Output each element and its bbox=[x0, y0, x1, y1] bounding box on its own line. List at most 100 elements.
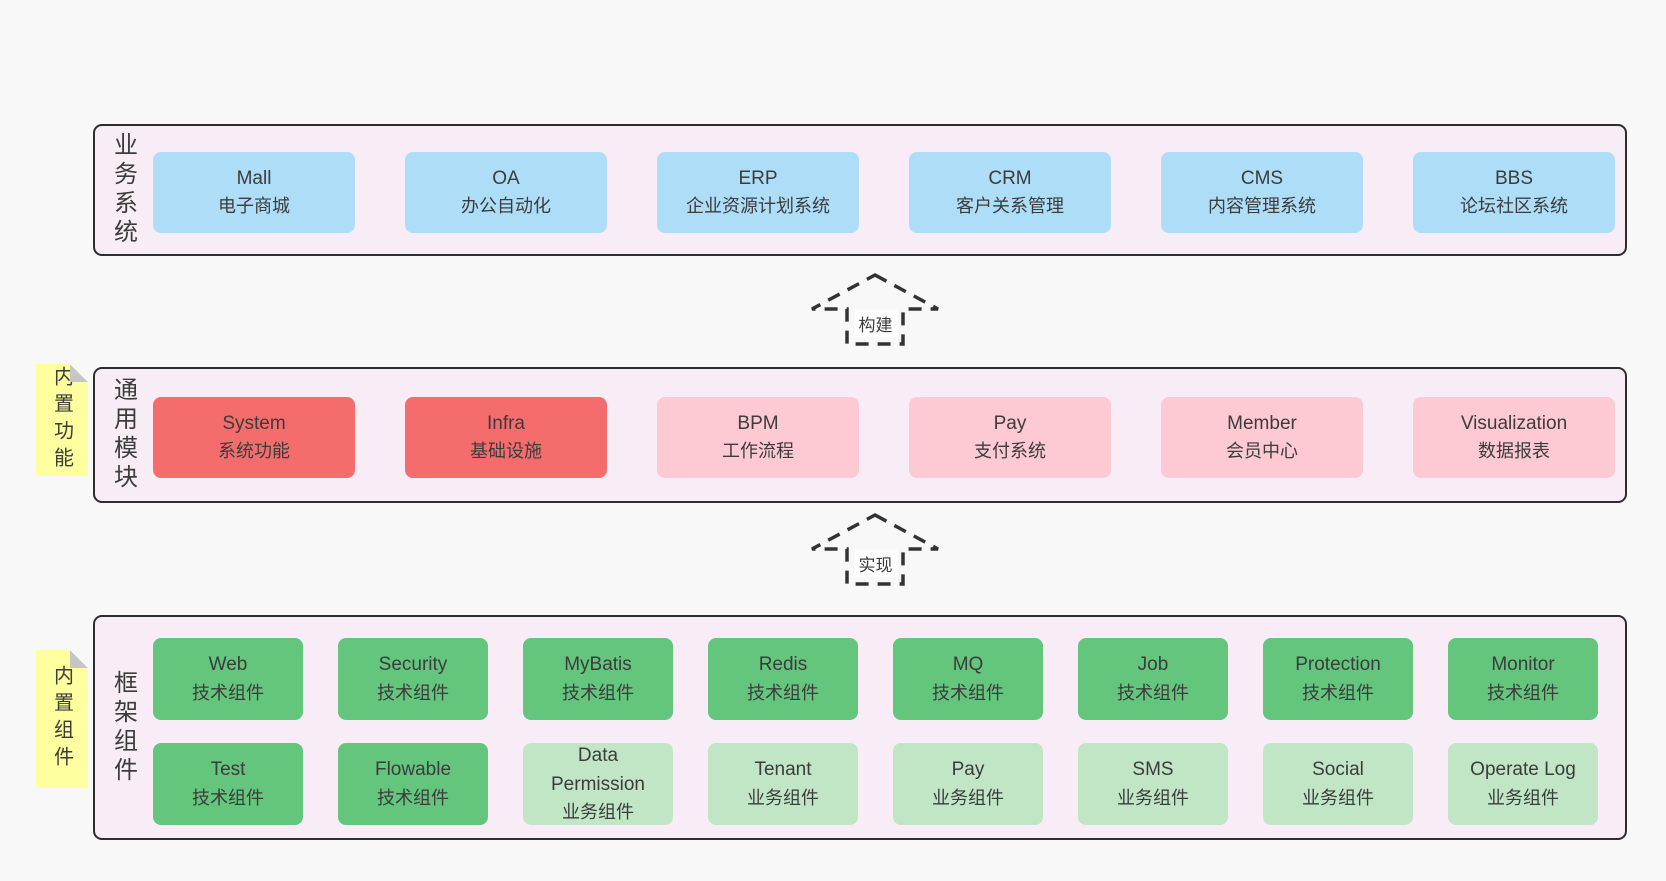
box-infra: Infra 基础设施 bbox=[405, 397, 607, 478]
box-title: Protection bbox=[1295, 654, 1381, 676]
box-sms: SMS 业务组件 bbox=[1078, 743, 1228, 825]
box-row: System 系统功能 Infra 基础设施 BPM 工作流程 Pay 支付系统… bbox=[153, 397, 1615, 478]
box-title: Infra bbox=[486, 412, 526, 434]
box-subtitle: 技术组件 bbox=[1302, 682, 1374, 703]
sticky-note-label: 内置组件 bbox=[50, 665, 73, 773]
box-redis: Redis 技术组件 bbox=[708, 638, 858, 720]
box-title: CMS bbox=[1240, 167, 1284, 189]
box-mall: Mall 电子商城 bbox=[153, 152, 355, 233]
band-business-systems: 业务系统 Mall 电子商城 OA 办公自动化 ERP 企业资源计划系统 CRM… bbox=[93, 124, 1627, 256]
box-row: Mall 电子商城 OA 办公自动化 ERP 企业资源计划系统 CRM 客户关系… bbox=[153, 152, 1615, 233]
box-mq: MQ 技术组件 bbox=[893, 638, 1043, 720]
box-title: Job bbox=[1137, 654, 1169, 676]
box-bpm: BPM 工作流程 bbox=[657, 397, 859, 478]
box-crm: CRM 客户关系管理 bbox=[909, 152, 1111, 233]
box-subtitle: 电子商城 bbox=[218, 196, 290, 217]
box-system: System 系统功能 bbox=[153, 397, 355, 478]
band-business-systems-label: 业务系统 bbox=[109, 132, 137, 248]
box-subtitle: 客户关系管理 bbox=[956, 196, 1064, 217]
box-subtitle: 支付系统 bbox=[974, 441, 1046, 462]
box-test: Test 技术组件 bbox=[153, 743, 303, 825]
box-oa: OA 办公自动化 bbox=[405, 152, 607, 233]
build-arrow: 构建 bbox=[803, 272, 948, 347]
box-subtitle: 办公自动化 bbox=[461, 196, 551, 217]
box-title: SMS bbox=[1132, 759, 1174, 781]
sticky-note-built-in-components: 内置组件 bbox=[36, 650, 88, 788]
box-row: Web 技术组件 Security 技术组件 MyBatis 技术组件 Redi… bbox=[153, 638, 1598, 720]
box-title: Monitor bbox=[1491, 654, 1555, 676]
box-title: Flowable bbox=[374, 759, 452, 781]
build-arrow-label: 构建 bbox=[854, 310, 897, 337]
box-title: BPM bbox=[737, 412, 779, 434]
box-title: Data Permission bbox=[551, 745, 645, 795]
box-mybatis: MyBatis 技术组件 bbox=[523, 638, 673, 720]
box-subtitle: 工作流程 bbox=[722, 441, 794, 462]
box-title: Operate Log bbox=[1470, 759, 1576, 781]
box-subtitle: 论坛社区系统 bbox=[1460, 196, 1568, 217]
box-subtitle: 业务组件 bbox=[562, 802, 634, 822]
box-social: Social 业务组件 bbox=[1263, 743, 1413, 825]
box-subtitle: 系统功能 bbox=[218, 441, 290, 462]
box-security: Security 技术组件 bbox=[338, 638, 488, 720]
box-title: Web bbox=[208, 654, 248, 676]
band-common-modules: 通用模块 System 系统功能 Infra 基础设施 BPM 工作流程 Pay… bbox=[93, 367, 1627, 503]
box-row: Test 技术组件 Flowable 技术组件 Data Permission … bbox=[153, 743, 1598, 825]
box-job: Job 技术组件 bbox=[1078, 638, 1228, 720]
box-subtitle: 数据报表 bbox=[1478, 441, 1550, 462]
box-title: OA bbox=[492, 167, 520, 189]
box-member: Member 会员中心 bbox=[1161, 397, 1363, 478]
box-subtitle: 技术组件 bbox=[1487, 682, 1559, 703]
band-common-modules-label: 通用模块 bbox=[109, 377, 137, 493]
implement-arrow: 实现 bbox=[803, 512, 948, 587]
dashed-up-arrow-icon bbox=[811, 273, 939, 346]
box-subtitle: 会员中心 bbox=[1226, 441, 1298, 462]
box-title: Visualization bbox=[1460, 412, 1568, 434]
box-subtitle: 业务组件 bbox=[1302, 787, 1374, 808]
box-subtitle: 技术组件 bbox=[377, 682, 449, 703]
box-title: CRM bbox=[988, 167, 1032, 189]
box-title: Security bbox=[378, 654, 448, 676]
box-title: Pay bbox=[951, 759, 985, 781]
box-pay: Pay 业务组件 bbox=[893, 743, 1043, 825]
box-protection: Protection 技术组件 bbox=[1263, 638, 1413, 720]
box-subtitle: 技术组件 bbox=[747, 682, 819, 703]
box-subtitle: 技术组件 bbox=[1117, 682, 1189, 703]
box-title: Mall bbox=[236, 167, 272, 189]
dashed-up-arrow-icon bbox=[811, 513, 939, 586]
box-subtitle: 业务组件 bbox=[1117, 787, 1189, 808]
box-subtitle: 技术组件 bbox=[377, 787, 449, 808]
box-title: ERP bbox=[738, 167, 778, 189]
band-framework-components: 框架组件 Web 技术组件 Security 技术组件 MyBatis 技术组件… bbox=[93, 615, 1627, 840]
box-subtitle: 企业资源计划系统 bbox=[686, 196, 830, 217]
box-title: MQ bbox=[952, 654, 984, 676]
box-subtitle: 技术组件 bbox=[932, 682, 1004, 703]
box-title: Tenant bbox=[754, 759, 812, 781]
box-title: Redis bbox=[758, 654, 808, 676]
box-subtitle: 技术组件 bbox=[192, 787, 264, 808]
box-bbs: BBS 论坛社区系统 bbox=[1413, 152, 1615, 233]
implement-arrow-label: 实现 bbox=[854, 550, 897, 577]
box-subtitle: 业务组件 bbox=[932, 787, 1004, 808]
box-title: Pay bbox=[993, 412, 1027, 434]
box-title: System bbox=[222, 412, 286, 434]
box-pay: Pay 支付系统 bbox=[909, 397, 1111, 478]
box-data-permission: Data Permission 业务组件 bbox=[523, 743, 673, 825]
box-subtitle: 基础设施 bbox=[470, 441, 542, 462]
box-operate-log: Operate Log 业务组件 bbox=[1448, 743, 1598, 825]
box-monitor: Monitor 技术组件 bbox=[1448, 638, 1598, 720]
box-erp: ERP 企业资源计划系统 bbox=[657, 152, 859, 233]
box-visualization: Visualization 数据报表 bbox=[1413, 397, 1615, 478]
box-title: MyBatis bbox=[564, 654, 632, 676]
box-cms: CMS 内容管理系统 bbox=[1161, 152, 1363, 233]
band-framework-components-label: 框架组件 bbox=[109, 669, 137, 786]
box-subtitle: 业务组件 bbox=[1487, 787, 1559, 808]
box-subtitle: 内容管理系统 bbox=[1208, 196, 1316, 217]
box-subtitle: 技术组件 bbox=[192, 682, 264, 703]
sticky-note-label: 内置功能 bbox=[50, 366, 73, 474]
box-tenant: Tenant 业务组件 bbox=[708, 743, 858, 825]
box-subtitle: 技术组件 bbox=[562, 682, 634, 703]
box-web: Web 技术组件 bbox=[153, 638, 303, 720]
box-title: Test bbox=[210, 759, 246, 781]
sticky-note-built-in-features: 内置功能 bbox=[36, 364, 88, 476]
